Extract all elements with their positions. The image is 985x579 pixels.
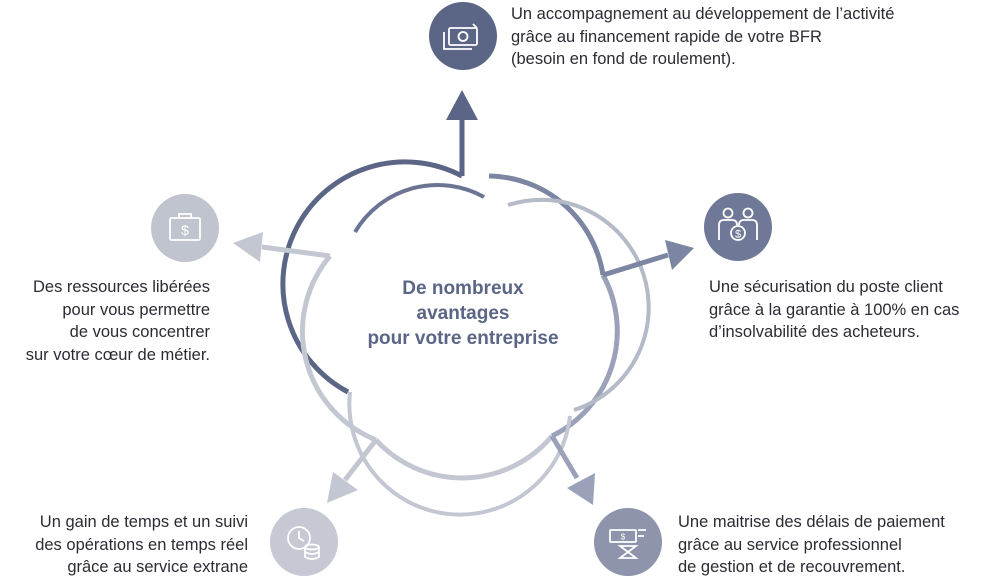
benefit-payment-delay-line: Une maitrise des délais de paiement xyxy=(678,513,945,531)
svg-text:$: $ xyxy=(621,533,626,542)
benefit-time-saving-line: grâce au service extrane xyxy=(67,558,248,576)
benefit-financing-text: Un accompagnement au développement de l’… xyxy=(511,3,894,71)
outer-arc-left xyxy=(300,254,377,443)
benefit-security-text: Une sécurisation du poste client grâce à… xyxy=(709,276,959,344)
inner-arc-right xyxy=(507,197,651,412)
arrow-bottom-right xyxy=(549,434,580,480)
arrowhead-left xyxy=(233,232,263,262)
benefit-time-saving-text: Un gain de temps et un suivi des opérati… xyxy=(0,511,248,579)
benefit-security-line: d’insolvabilité des acheteurs. xyxy=(709,323,920,341)
benefit-time-saving-line: des opérations en temps réel xyxy=(35,535,248,554)
benefit-payment-delay-text: Une maitrise des délais de paiement grâc… xyxy=(678,511,945,579)
benefit-resources-line: de vous concentrer xyxy=(69,323,210,341)
center-title-line-2: avantages xyxy=(416,303,510,324)
arrowhead-bottom-right xyxy=(567,473,595,505)
benefit-financing-line: grâce au financement rapide de votre BFR xyxy=(511,27,822,46)
cash-money-icon xyxy=(429,2,497,70)
inner-arc-top xyxy=(353,183,485,234)
benefit-time-saving-line: Un gain de temps et un suivi xyxy=(39,513,248,531)
arrow-bottom-left xyxy=(343,438,378,482)
benefit-financing-line: (besoin en fond de roulement). xyxy=(511,50,736,68)
center-title: De nombreux avantages pour votre entrepr… xyxy=(338,276,588,351)
arrow-left xyxy=(261,244,331,259)
benefit-payment-delay-line: grâce au service professionnel xyxy=(678,535,902,554)
arrowhead-bottom-left xyxy=(327,472,358,503)
svg-text:$: $ xyxy=(181,222,189,238)
arrow-right xyxy=(602,252,669,278)
benefit-payment-delay-line: de gestion et de recouvrement. xyxy=(678,558,906,576)
outer-arc-upper-right xyxy=(488,173,606,276)
briefcase-dollar-icon: $ xyxy=(151,194,219,262)
benefit-resources-text: Des ressources libérées pour vous permet… xyxy=(0,276,210,366)
payment-hourglass-icon: $ xyxy=(594,508,662,576)
benefit-resources-line: pour vous permettre xyxy=(62,300,210,319)
benefit-resources-line: Des ressources libérées xyxy=(33,278,210,296)
clock-database-icon xyxy=(270,508,338,576)
benefit-security-line: Une sécurisation du poste client xyxy=(709,278,943,296)
arrowhead-right xyxy=(665,240,694,270)
center-title-line-1: De nombreux xyxy=(402,278,524,299)
center-title-line-3: pour votre entreprise xyxy=(367,328,559,349)
arrowhead-top xyxy=(446,90,478,120)
outer-arc-right xyxy=(550,273,620,439)
inner-arc-bottom xyxy=(347,391,572,517)
svg-text:$: $ xyxy=(735,229,741,241)
benefit-financing-line: Un accompagnement au développement de l’… xyxy=(511,5,895,23)
people-security-icon: $ xyxy=(704,193,772,261)
benefit-security-line: grâce à la garantie à 100% en cas xyxy=(709,300,960,319)
benefit-resources-line: sur votre cœur de métier. xyxy=(25,345,210,364)
outer-arc-bottom xyxy=(374,434,554,481)
